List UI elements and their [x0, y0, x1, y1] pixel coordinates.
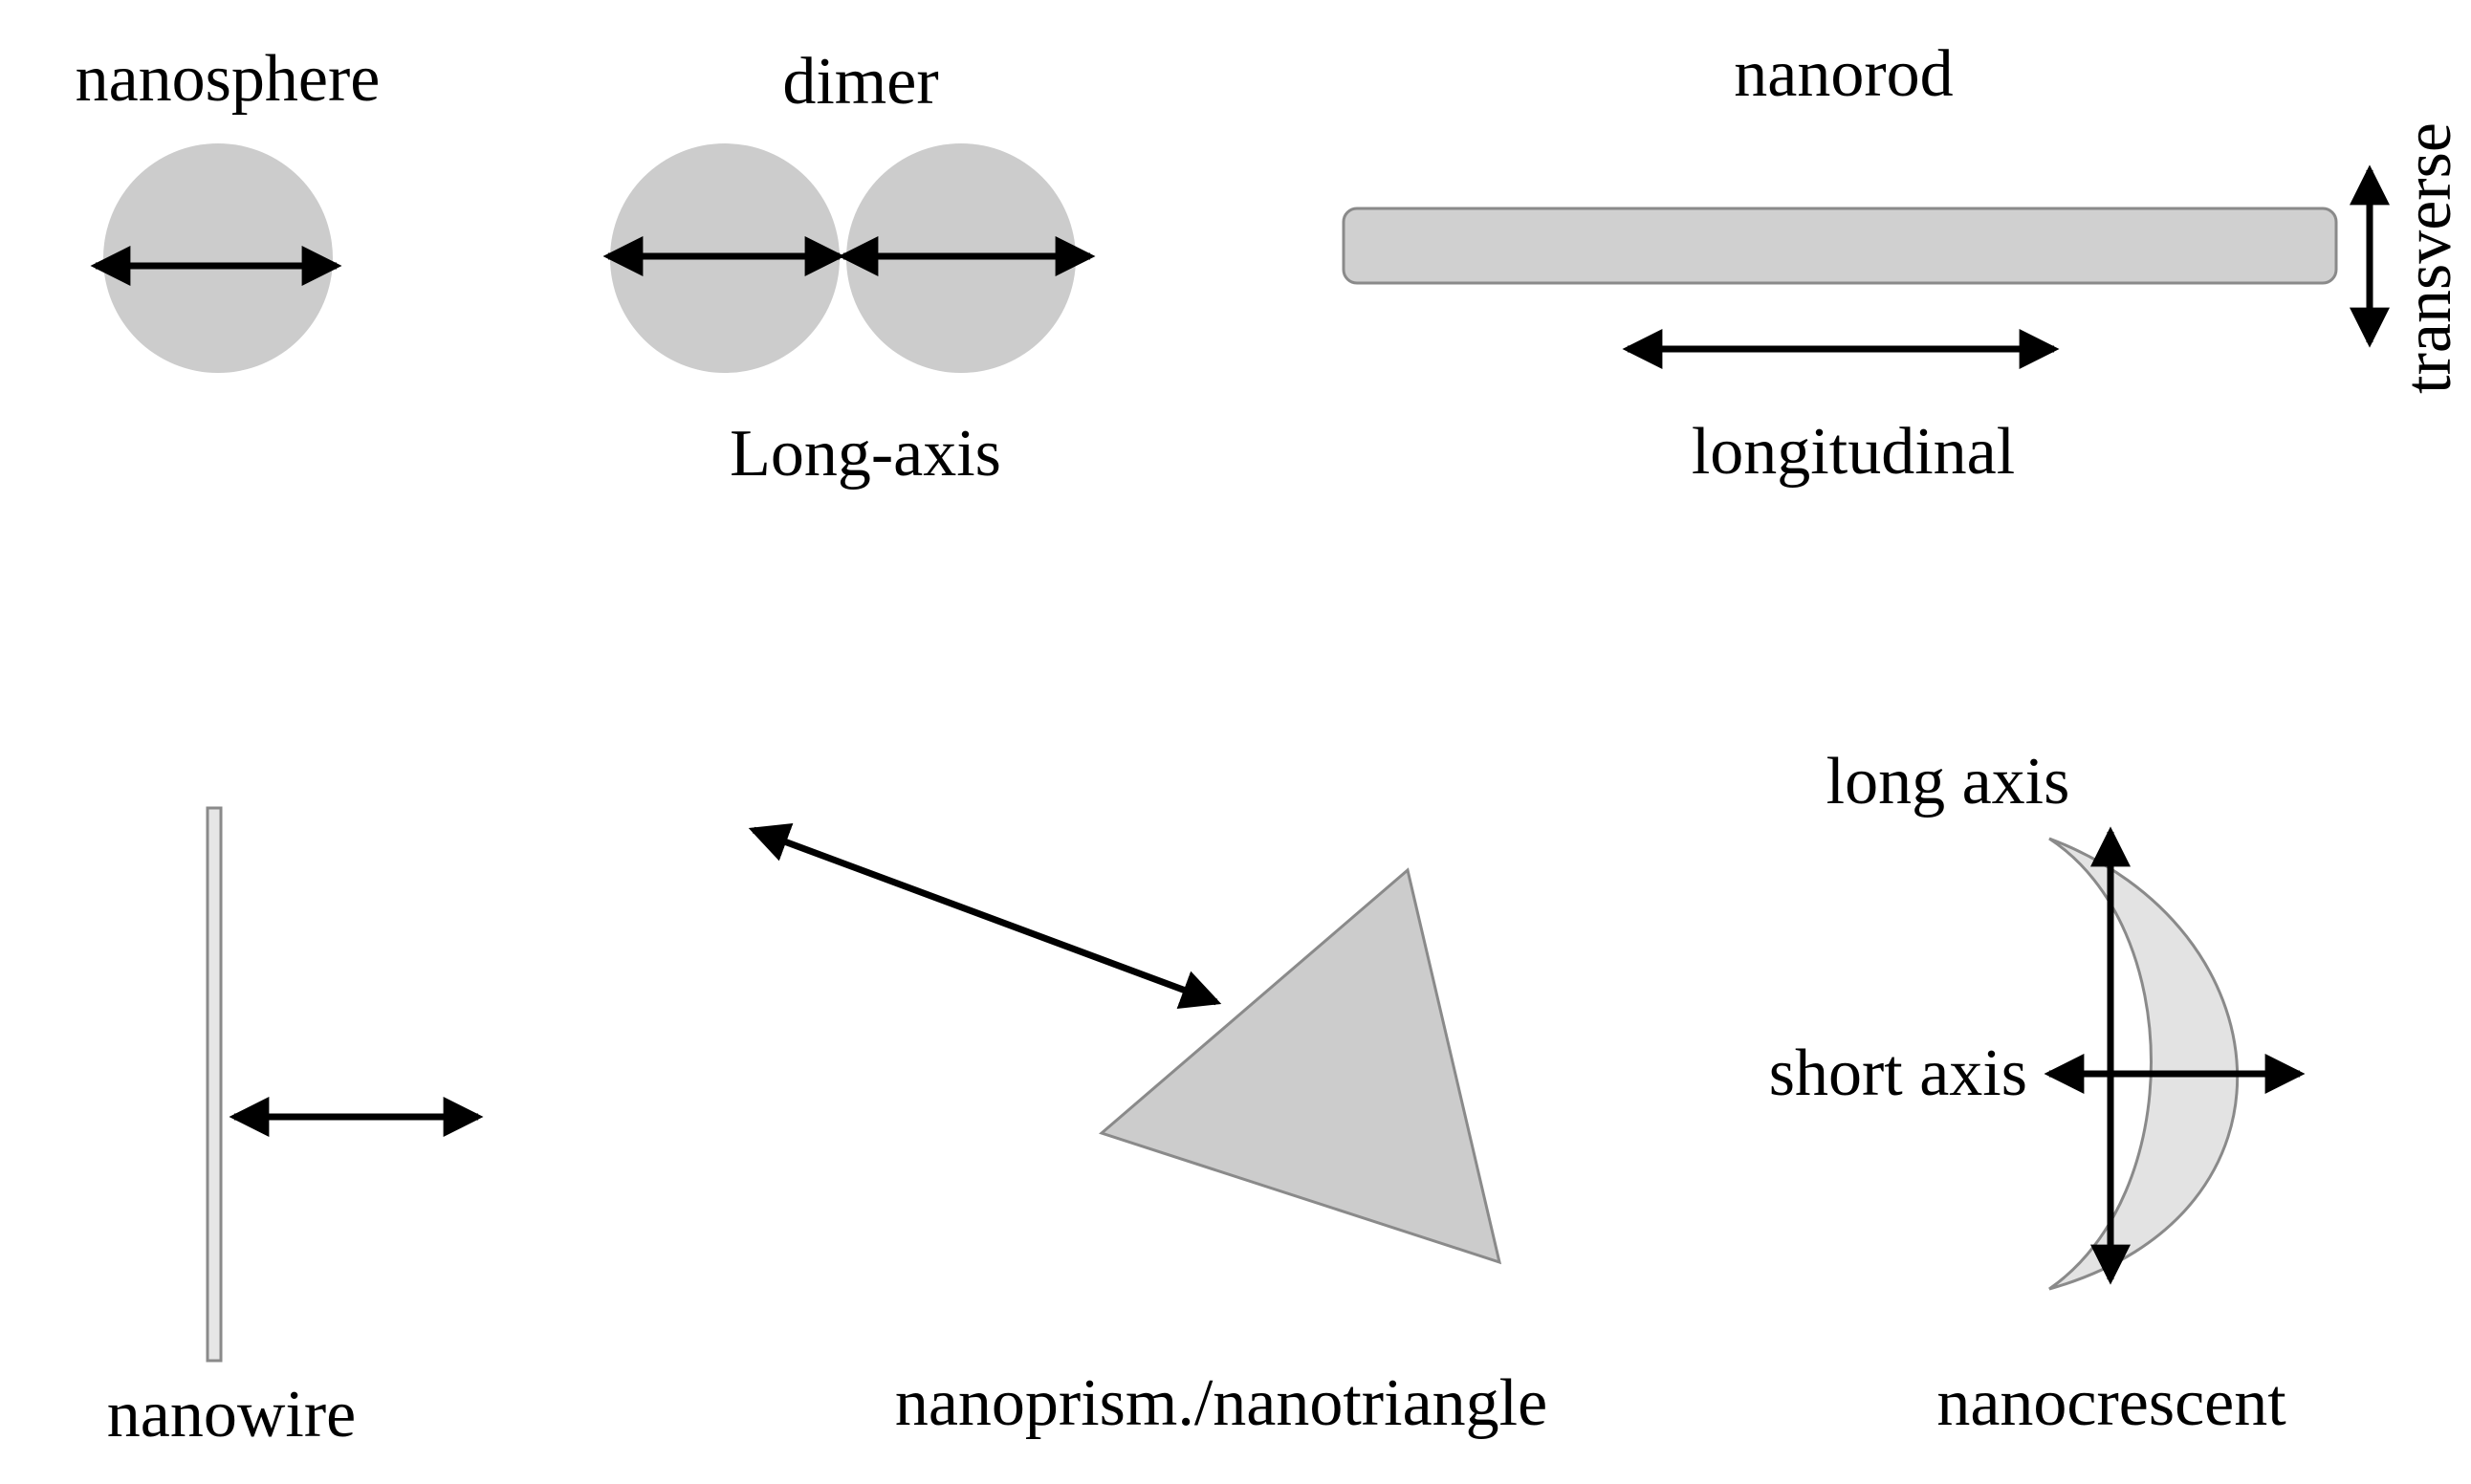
nanorod-particle — [1342, 207, 2338, 285]
nanoprism-label: nanoprism./nanotriangle — [895, 1366, 1547, 1440]
dimer-group: dimer Long-axis — [602, 45, 1096, 491]
nanorod-group: nanorod longitudinal transverse — [1342, 37, 2465, 489]
nanosphere-particle — [103, 143, 333, 373]
nanorod-label: nanorod — [1734, 37, 1953, 111]
crescent-short-axis-label: short axis — [1769, 1037, 2027, 1110]
nanocrescent-label: nanocrescent — [1936, 1366, 2286, 1440]
nanosphere-label: nanosphere — [76, 42, 381, 116]
nanosphere-group: nanosphere — [76, 42, 381, 373]
crescent-long-axis-label: long axis — [1826, 745, 2070, 818]
nanorod-transverse-label: transverse — [2392, 122, 2465, 394]
nanocrescent-particle — [2048, 837, 2239, 1291]
nanoprism-group: nanoprism./nanotriangle — [748, 823, 1547, 1440]
nanoprism-dipole-arrow — [748, 823, 1222, 1009]
nanorod-longitudinal-label: longitudinal — [1692, 415, 2015, 489]
nanocrescent-group: long axis short axis nanocrescent — [1769, 745, 2306, 1440]
dimer-label: dimer — [782, 45, 938, 119]
nanowire-label: nanowire — [107, 1378, 356, 1451]
nanoprism-particle — [1098, 867, 1502, 1265]
nanowire-particle — [206, 806, 223, 1363]
nanowire-group: nanowire — [107, 806, 484, 1451]
dimer-long-axis-label: Long-axis — [730, 417, 1001, 491]
